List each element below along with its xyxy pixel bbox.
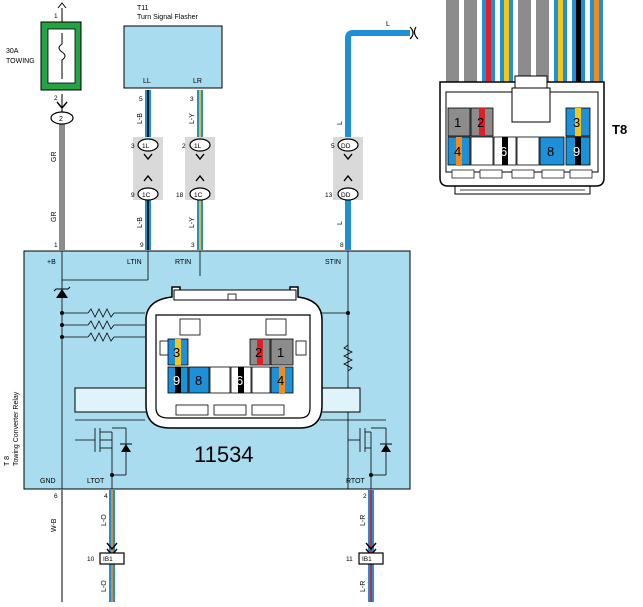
fuse-top-pin: 1 bbox=[54, 13, 58, 20]
relay-cell-2: 2 bbox=[255, 345, 262, 360]
l-top-label: L bbox=[386, 21, 390, 28]
t8-connector-label: T8 bbox=[612, 122, 627, 137]
ly-bottom-label: L-Y bbox=[189, 217, 196, 228]
ly-top-label: L-Y bbox=[189, 113, 196, 124]
relay-id: T 8 bbox=[4, 456, 11, 466]
ib1-b-pin: 11 bbox=[346, 556, 353, 563]
junction-1l-a-pin: 3 bbox=[131, 143, 135, 150]
relay-pin-ltot: LTOT bbox=[87, 478, 105, 485]
junction-1c-a-pin: 9 bbox=[131, 192, 135, 199]
relay-pin-b: +B bbox=[47, 259, 56, 266]
fuse-connector-num: 2 bbox=[59, 116, 63, 123]
junction-dd-b-pin: 13 bbox=[325, 192, 333, 199]
flasher-pin-ll: LL bbox=[143, 78, 151, 85]
junction-dd-a-pin: 5 bbox=[331, 143, 335, 150]
junction-connectors: 1L 3 1C 9 1L 2 1C 18 DD 5 DD 13 bbox=[131, 137, 363, 201]
flasher-lr-num: 3 bbox=[190, 96, 194, 103]
lb-top-label: L-B bbox=[137, 113, 144, 124]
relay-title: Towing Converter Relay bbox=[13, 391, 20, 466]
ib1-a-pin: 10 bbox=[87, 556, 95, 563]
junction-1l-b: 1L bbox=[194, 143, 202, 150]
fuse-30a-towing: 30A TOWING 1 2 2 bbox=[6, 13, 82, 125]
relay-part-number: 11534 bbox=[194, 442, 254, 467]
t8-cell-2: 2 bbox=[477, 115, 484, 130]
gr-bottom-label: GR bbox=[51, 212, 58, 223]
t8-cell-1: 1 bbox=[454, 115, 461, 130]
ib1-connectors: IB1 10 IB1 11 bbox=[87, 542, 384, 565]
relay-pin-rtin: RTIN bbox=[175, 259, 191, 266]
relay-pin-rtot: RTOT bbox=[346, 478, 366, 485]
flasher-name: Turn Signal Flasher bbox=[137, 14, 198, 21]
relay-pin-ltin-num: 9 bbox=[140, 242, 144, 249]
relay-cell-3: 3 bbox=[173, 345, 180, 360]
lo-bottom-label: L-O bbox=[101, 580, 108, 592]
relay-cell-4: 4 bbox=[277, 373, 284, 388]
relay-pin-b-num: 1 bbox=[54, 242, 58, 249]
junction-1c-a: 1C bbox=[142, 192, 151, 199]
t8-connector-view: 1 2 3 4 6 8 9 T8 bbox=[439, 0, 627, 195]
fuse-bottom-pin: 2 bbox=[54, 95, 58, 102]
wire-labels: GR GR L-B L-B L-Y L-Y L L L W-B L-O L-O … bbox=[51, 21, 390, 592]
flasher-pin-lr: LR bbox=[193, 78, 202, 85]
ib1-a: IB1 bbox=[103, 556, 113, 563]
flasher-ll-num: 5 bbox=[139, 96, 143, 103]
junction-1c-b-pin: 18 bbox=[176, 192, 184, 199]
ib1-b: IB1 bbox=[362, 556, 372, 563]
junction-1l-b-pin: 2 bbox=[182, 143, 186, 150]
relay-pin-gnd-num: 6 bbox=[54, 493, 58, 500]
junction-dd-b: DD bbox=[341, 192, 351, 199]
l-mid-label: L bbox=[337, 121, 344, 125]
relay-pin-rtot-num: 2 bbox=[363, 493, 367, 500]
t8-cell-9: 9 bbox=[573, 144, 580, 159]
junction-dd-a: DD bbox=[341, 143, 351, 150]
flasher-id: T11 bbox=[137, 5, 149, 12]
fuse-name-label: TOWING bbox=[6, 58, 35, 65]
relay-pin-stin: STIN bbox=[325, 259, 341, 266]
lr-bottom-label: L-R bbox=[360, 581, 367, 592]
gr-top-label: GR bbox=[51, 152, 58, 163]
t8-cell-6: 6 bbox=[500, 144, 507, 159]
relay-pin-rtin-num: 3 bbox=[191, 242, 195, 249]
relay-cell-8: 8 bbox=[195, 373, 202, 388]
relay-pin-gnd: GND bbox=[40, 478, 56, 485]
relay-cell-9: 9 bbox=[173, 373, 180, 388]
relay-cell-1: 1 bbox=[277, 345, 284, 360]
wire-l bbox=[345, 26, 419, 250]
t8-cell-8: 8 bbox=[547, 144, 554, 159]
relay-cell-6: 6 bbox=[236, 373, 243, 388]
towing-converter-relay: T 8 Towing Converter Relay 1 9 3 8 +B LT… bbox=[4, 242, 411, 500]
t8-cell-3: 3 bbox=[573, 115, 580, 130]
l-bottom-label: L bbox=[337, 221, 344, 225]
junction-1l-a: 1L bbox=[142, 143, 150, 150]
lo-top-label: L-O bbox=[101, 514, 108, 526]
lr-top-label: L-R bbox=[360, 515, 367, 526]
relay-pin-stin-num: 8 bbox=[340, 242, 344, 249]
t8-cell-4: 4 bbox=[454, 144, 461, 159]
lb-bottom-label: L-B bbox=[137, 217, 144, 228]
relay-pin-ltin: LTIN bbox=[127, 259, 142, 266]
turn-signal-flasher: T11 Turn Signal Flasher LL LR 5 3 bbox=[123, 5, 223, 103]
wb-label: W-B bbox=[51, 518, 58, 532]
relay-pin-ltot-num: 4 bbox=[104, 493, 108, 500]
fuse-amp-label: 30A bbox=[6, 48, 19, 55]
junction-1c-b: 1C bbox=[194, 192, 203, 199]
